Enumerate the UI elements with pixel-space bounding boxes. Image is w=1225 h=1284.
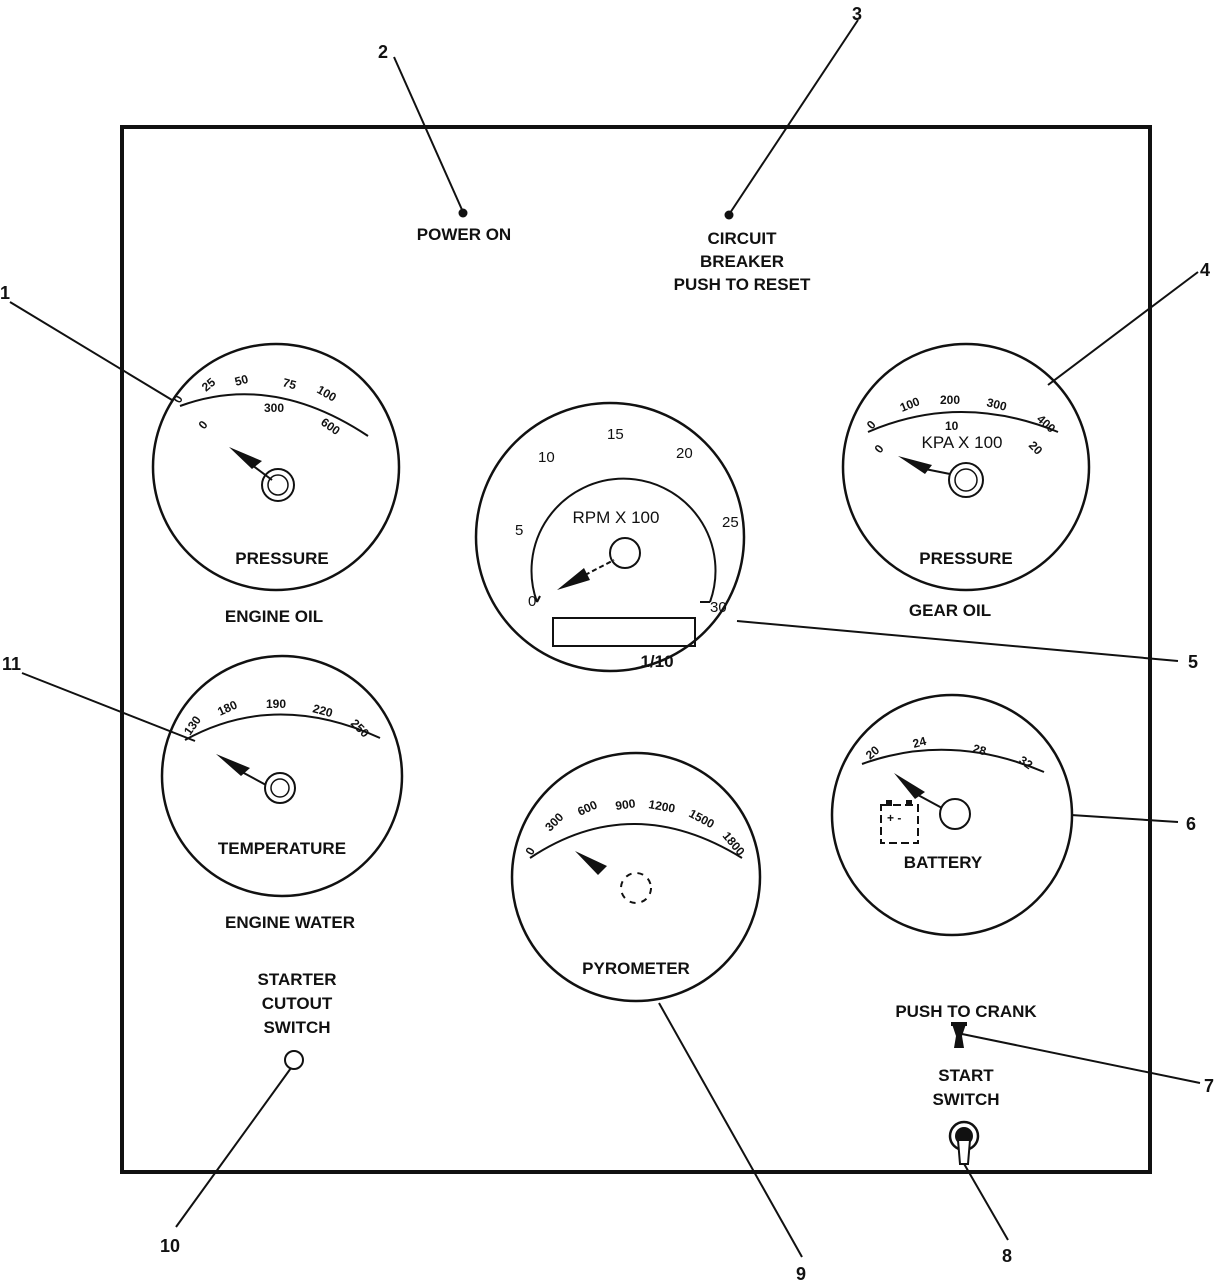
gear-oil-outer-tick-300: 300	[985, 395, 1008, 414]
engine-oil-gauge: 0 25 50 75 100 0 300 600 PRESSURE	[151, 342, 401, 592]
leader-2	[393, 56, 464, 213]
tach-tick-20: 20	[676, 445, 693, 462]
leader-1	[9, 301, 173, 401]
pyrometer-tick-1800: 1800	[720, 829, 748, 859]
tach-counter-label: 1/10	[640, 652, 673, 671]
pyrometer-tick-600: 600	[575, 797, 599, 818]
tach-tick-10: 10	[538, 449, 555, 466]
start-switch-label-1: START	[938, 1066, 994, 1085]
leader-7	[961, 1033, 1201, 1084]
water-temp-face-label: TEMPERATURE	[218, 839, 346, 858]
engine-oil-outer-tick-75: 75	[281, 375, 298, 392]
gear-oil-gauge: 0 100 200 300 400 0 10 20 KPA X 100 PRES…	[841, 342, 1091, 592]
callout-2: 2	[378, 42, 388, 62]
battery-gauge: 20 24 28 32 + - BATTERY	[830, 693, 1074, 937]
leader-9	[658, 1002, 803, 1258]
starter-cutout-label-2: CUTOUT	[262, 994, 333, 1013]
battery-tick-24: 24	[911, 734, 928, 751]
circuit-breaker-label-1: CIRCUIT	[708, 229, 778, 248]
starter-cutout-switch[interactable]	[284, 1050, 304, 1070]
gear-oil-outer-tick-0: 0	[864, 417, 879, 432]
gear-oil-inner-tick-20: 20	[1026, 438, 1046, 458]
circuit-breaker-label-3: PUSH TO RESET	[674, 275, 811, 294]
engine-oil-face-label: PRESSURE	[235, 549, 329, 568]
callout-7: 7	[1204, 1076, 1214, 1096]
engine-oil-inner-tick-300: 300	[264, 401, 284, 415]
leader-10	[175, 1067, 292, 1228]
start-toggle-switch[interactable]	[948, 1120, 980, 1165]
push-to-crank-label: PUSH TO CRANK	[895, 1002, 1037, 1021]
water-temp-tick-130: 130	[181, 713, 204, 738]
gear-oil-caption: GEAR OIL	[909, 601, 991, 620]
leader-lines	[9, 19, 1201, 1258]
gear-oil-outer-tick-100: 100	[898, 394, 922, 415]
pyrometer-tick-0: 0	[522, 844, 538, 857]
tachometer-gauge: 0 5 10 15 20 25 30 RPM X 100 1/10	[474, 401, 746, 673]
callout-8: 8	[1002, 1246, 1012, 1266]
leader-6	[1070, 814, 1179, 823]
tach-tick-30: 30	[710, 599, 727, 616]
leader-3	[729, 19, 859, 214]
water-temp-tick-220: 220	[311, 701, 334, 720]
leader-3-dot	[724, 210, 734, 220]
water-temp-tick-190: 190	[266, 697, 286, 711]
engine-oil-caption: ENGINE OIL	[225, 607, 323, 626]
tach-tick-15: 15	[607, 426, 624, 443]
callout-4: 4	[1200, 260, 1210, 280]
callout-3: 3	[852, 4, 862, 24]
tach-hour-counter	[552, 617, 696, 647]
callout-10: 10	[160, 1236, 180, 1256]
gear-oil-outer-tick-200: 200	[940, 393, 960, 407]
power-on-label: POWER ON	[417, 225, 511, 244]
battery-face-label: BATTERY	[904, 853, 983, 872]
push-to-crank-button[interactable]	[951, 1022, 967, 1048]
gear-oil-inner-tick-0: 0	[872, 442, 887, 456]
water-temp-tick-250: 250	[348, 716, 372, 740]
leader-4	[1047, 271, 1199, 386]
pyrometer-gauge: 0 300 600 900 1200 1500 1800 PYROMETER	[510, 751, 762, 1003]
battery-symbol-polarity: + -	[887, 811, 901, 825]
leader-5	[736, 620, 1179, 662]
pyrometer-tick-900: 900	[614, 796, 636, 813]
gear-oil-outer-tick-400: 400	[1034, 412, 1058, 436]
gear-oil-face-label: PRESSURE	[919, 549, 1013, 568]
starter-cutout-label-3: SWITCH	[263, 1018, 330, 1037]
circuit-breaker-label-2: BREAKER	[700, 252, 784, 271]
battery-tick-32: 32	[1016, 753, 1035, 772]
pyrometer-tick-1500: 1500	[687, 806, 717, 831]
leader-11	[21, 672, 196, 742]
leader-2-dot	[458, 208, 468, 218]
tach-tick-0: 0	[528, 593, 536, 610]
engine-oil-inner-tick-0: 0	[196, 418, 211, 432]
callout-11: 11	[2, 654, 21, 674]
starter-cutout-label-1: STARTER	[257, 970, 336, 989]
engine-oil-outer-tick-100: 100	[315, 382, 340, 404]
pyrometer-tick-1200: 1200	[647, 797, 676, 815]
water-temp-tick-180: 180	[215, 697, 239, 718]
water-temperature-gauge: 130 180 190 220 250 TEMPERATURE	[160, 654, 404, 898]
gear-oil-inner-tick-10: 10	[945, 419, 959, 433]
gear-oil-unit-label: KPA X 100	[922, 433, 1003, 452]
engine-oil-outer-tick-50: 50	[233, 372, 250, 389]
panel-frame	[120, 125, 1152, 1174]
pyrometer-tick-300: 300	[542, 810, 566, 834]
start-switch-label-2: SWITCH	[932, 1090, 999, 1109]
battery-symbol	[880, 804, 919, 844]
callout-1: 1	[0, 283, 10, 303]
tach-tick-25: 25	[722, 514, 739, 531]
callout-6: 6	[1186, 814, 1196, 834]
leader-8	[962, 1161, 1009, 1241]
battery-tick-28: 28	[971, 741, 988, 758]
water-temp-caption: ENGINE WATER	[225, 913, 355, 932]
tach-tick-5: 5	[515, 522, 523, 539]
callout-9: 9	[796, 1264, 806, 1284]
engine-oil-outer-tick-25: 25	[199, 375, 218, 395]
callout-5: 5	[1188, 652, 1198, 672]
pyrometer-face-label: PYROMETER	[582, 959, 690, 978]
tach-unit-label: RPM X 100	[573, 508, 660, 527]
